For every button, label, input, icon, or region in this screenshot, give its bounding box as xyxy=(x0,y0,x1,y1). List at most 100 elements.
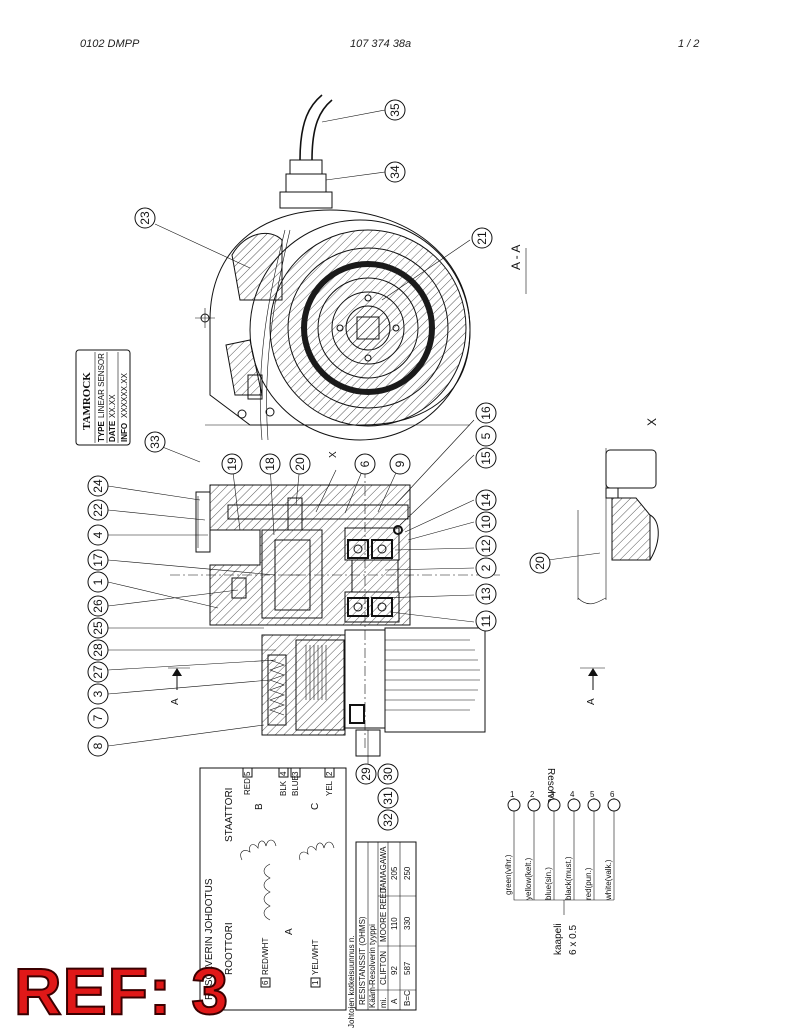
svg-text:330: 330 xyxy=(403,916,412,930)
callout-20-detail: 20 xyxy=(529,552,551,574)
wiring-footer: Johtojen kotkeisuunnus n. xyxy=(347,935,356,1028)
callout-19: 19 xyxy=(221,453,243,475)
resistance-table: RESISTANSSIT (OHMS) Kääm- Resolverin tyy… xyxy=(355,841,417,1011)
callout-14: 14 xyxy=(475,489,497,511)
svg-text:5: 5 xyxy=(479,432,493,439)
callout-25: 25 xyxy=(87,617,109,639)
svg-text:A: A xyxy=(284,928,295,935)
detail-x-view xyxy=(547,448,659,605)
resolver-title: Resolver xyxy=(545,768,556,808)
svg-text:BLUE: BLUE xyxy=(291,775,300,796)
callout-2: 2 xyxy=(475,557,497,579)
callout-22: 22 xyxy=(87,499,109,521)
svg-text:2: 2 xyxy=(325,771,334,776)
svg-text:1: 1 xyxy=(311,980,320,985)
callout-6: 6 xyxy=(354,453,376,475)
callout-11: 11 xyxy=(475,610,497,632)
svg-text:A: A xyxy=(170,698,181,705)
svg-text:92: 92 xyxy=(390,966,399,975)
svg-text:A: A xyxy=(390,998,399,1004)
svg-text:6: 6 xyxy=(358,460,372,467)
svg-text:32: 32 xyxy=(381,813,395,827)
main-section-view xyxy=(170,468,500,757)
coil-c xyxy=(299,841,335,861)
callout-26: 26 xyxy=(87,595,109,617)
svg-text:black(must.): black(must.) xyxy=(564,856,573,900)
svg-text:5: 5 xyxy=(243,771,252,776)
cable-gland xyxy=(279,191,333,209)
svg-text:250: 250 xyxy=(403,866,412,880)
svg-text:mi.: mi. xyxy=(379,997,388,1008)
svg-text:13: 13 xyxy=(479,587,493,601)
svg-text:205: 205 xyxy=(390,866,399,880)
coil-stack xyxy=(305,645,327,700)
callout-9: 9 xyxy=(389,453,411,475)
callout-4: 4 xyxy=(87,524,109,546)
spring-lines xyxy=(385,639,480,711)
svg-text:MOORE REED: MOORE REED xyxy=(379,887,388,942)
coil-b xyxy=(240,839,277,861)
section-arrow-left: A xyxy=(168,667,190,705)
wiring-diagram: RESOLVERIN JOHDOTUS ROOTTORI STAATTORI A… xyxy=(199,767,356,1028)
callout-18: 18 xyxy=(259,453,281,475)
svg-text:6: 6 xyxy=(610,790,615,799)
svg-text:23: 23 xyxy=(138,211,152,225)
svg-text:27: 27 xyxy=(91,665,105,679)
section-label: A - A xyxy=(509,245,523,270)
svg-text:25: 25 xyxy=(91,621,105,635)
callout-10: 10 xyxy=(475,511,497,533)
callout-5: 5 xyxy=(475,425,497,447)
svg-text:18: 18 xyxy=(263,457,277,471)
svg-text:RESISTANSSIT (OHMS): RESISTANSSIT (OHMS) xyxy=(358,916,367,1005)
svg-text:26: 26 xyxy=(91,599,105,613)
svg-text:16: 16 xyxy=(479,406,493,420)
svg-text:3: 3 xyxy=(550,790,555,799)
svg-text:CLIFTON: CLIFTON xyxy=(379,951,388,985)
svg-text:4: 4 xyxy=(279,771,288,776)
callout-13: 13 xyxy=(475,583,497,605)
svg-text:30: 30 xyxy=(381,767,395,781)
svg-text:B=C: B=C xyxy=(403,990,412,1006)
svg-text:10: 10 xyxy=(479,515,493,529)
svg-text:19: 19 xyxy=(225,457,239,471)
svg-text:9: 9 xyxy=(393,460,407,467)
callout-29: 29 xyxy=(355,763,377,785)
svg-text:22: 22 xyxy=(91,503,105,517)
svg-text:RED/WHT: RED/WHT xyxy=(261,938,270,975)
callout-21: 21 xyxy=(471,227,493,249)
svg-text:3: 3 xyxy=(91,690,105,697)
nameplate: TAMROCK TYPE LINEAR SENSOR DATE XX.XX IN… xyxy=(75,349,131,446)
svg-text:5: 5 xyxy=(590,790,595,799)
callout-17: 17 xyxy=(87,549,109,571)
svg-text:1: 1 xyxy=(91,578,105,585)
svg-text:15: 15 xyxy=(479,451,493,465)
svg-text:6: 6 xyxy=(261,980,270,985)
svg-text:587: 587 xyxy=(403,961,412,975)
svg-text:TAMAGAWA: TAMAGAWA xyxy=(379,846,388,892)
svg-text:C: C xyxy=(310,803,321,810)
svg-text:33: 33 xyxy=(148,435,162,449)
callout-35: 35 xyxy=(384,99,406,121)
svg-text:35: 35 xyxy=(388,103,402,117)
coil-a xyxy=(263,863,271,921)
svg-text:DATE: DATE xyxy=(108,420,117,442)
svg-text:14: 14 xyxy=(479,493,493,507)
detail-label: X xyxy=(645,418,659,426)
callout-23: 23 xyxy=(134,207,156,229)
ref-stamp: REF: 3 xyxy=(13,954,230,1028)
svg-text:8: 8 xyxy=(91,742,105,749)
svg-text:2: 2 xyxy=(479,564,493,571)
callout-32: 32 xyxy=(377,809,399,831)
callout-27: 27 xyxy=(87,661,109,683)
svg-text:31: 31 xyxy=(381,791,395,805)
section-view-a-a xyxy=(195,94,471,441)
svg-text:LINEAR SENSOR: LINEAR SENSOR xyxy=(97,353,106,418)
callout-15: 15 xyxy=(475,447,497,469)
svg-text:4: 4 xyxy=(570,790,575,799)
callout-12: 12 xyxy=(475,535,497,557)
cable-colour-list: Resolver green(vihr.) yellow(kelt.) blue… xyxy=(504,768,621,955)
callout-24: 24 xyxy=(87,475,109,497)
callouts-top xyxy=(144,109,471,463)
svg-text:YEL: YEL xyxy=(325,780,334,796)
svg-text:RED: RED xyxy=(243,778,252,795)
